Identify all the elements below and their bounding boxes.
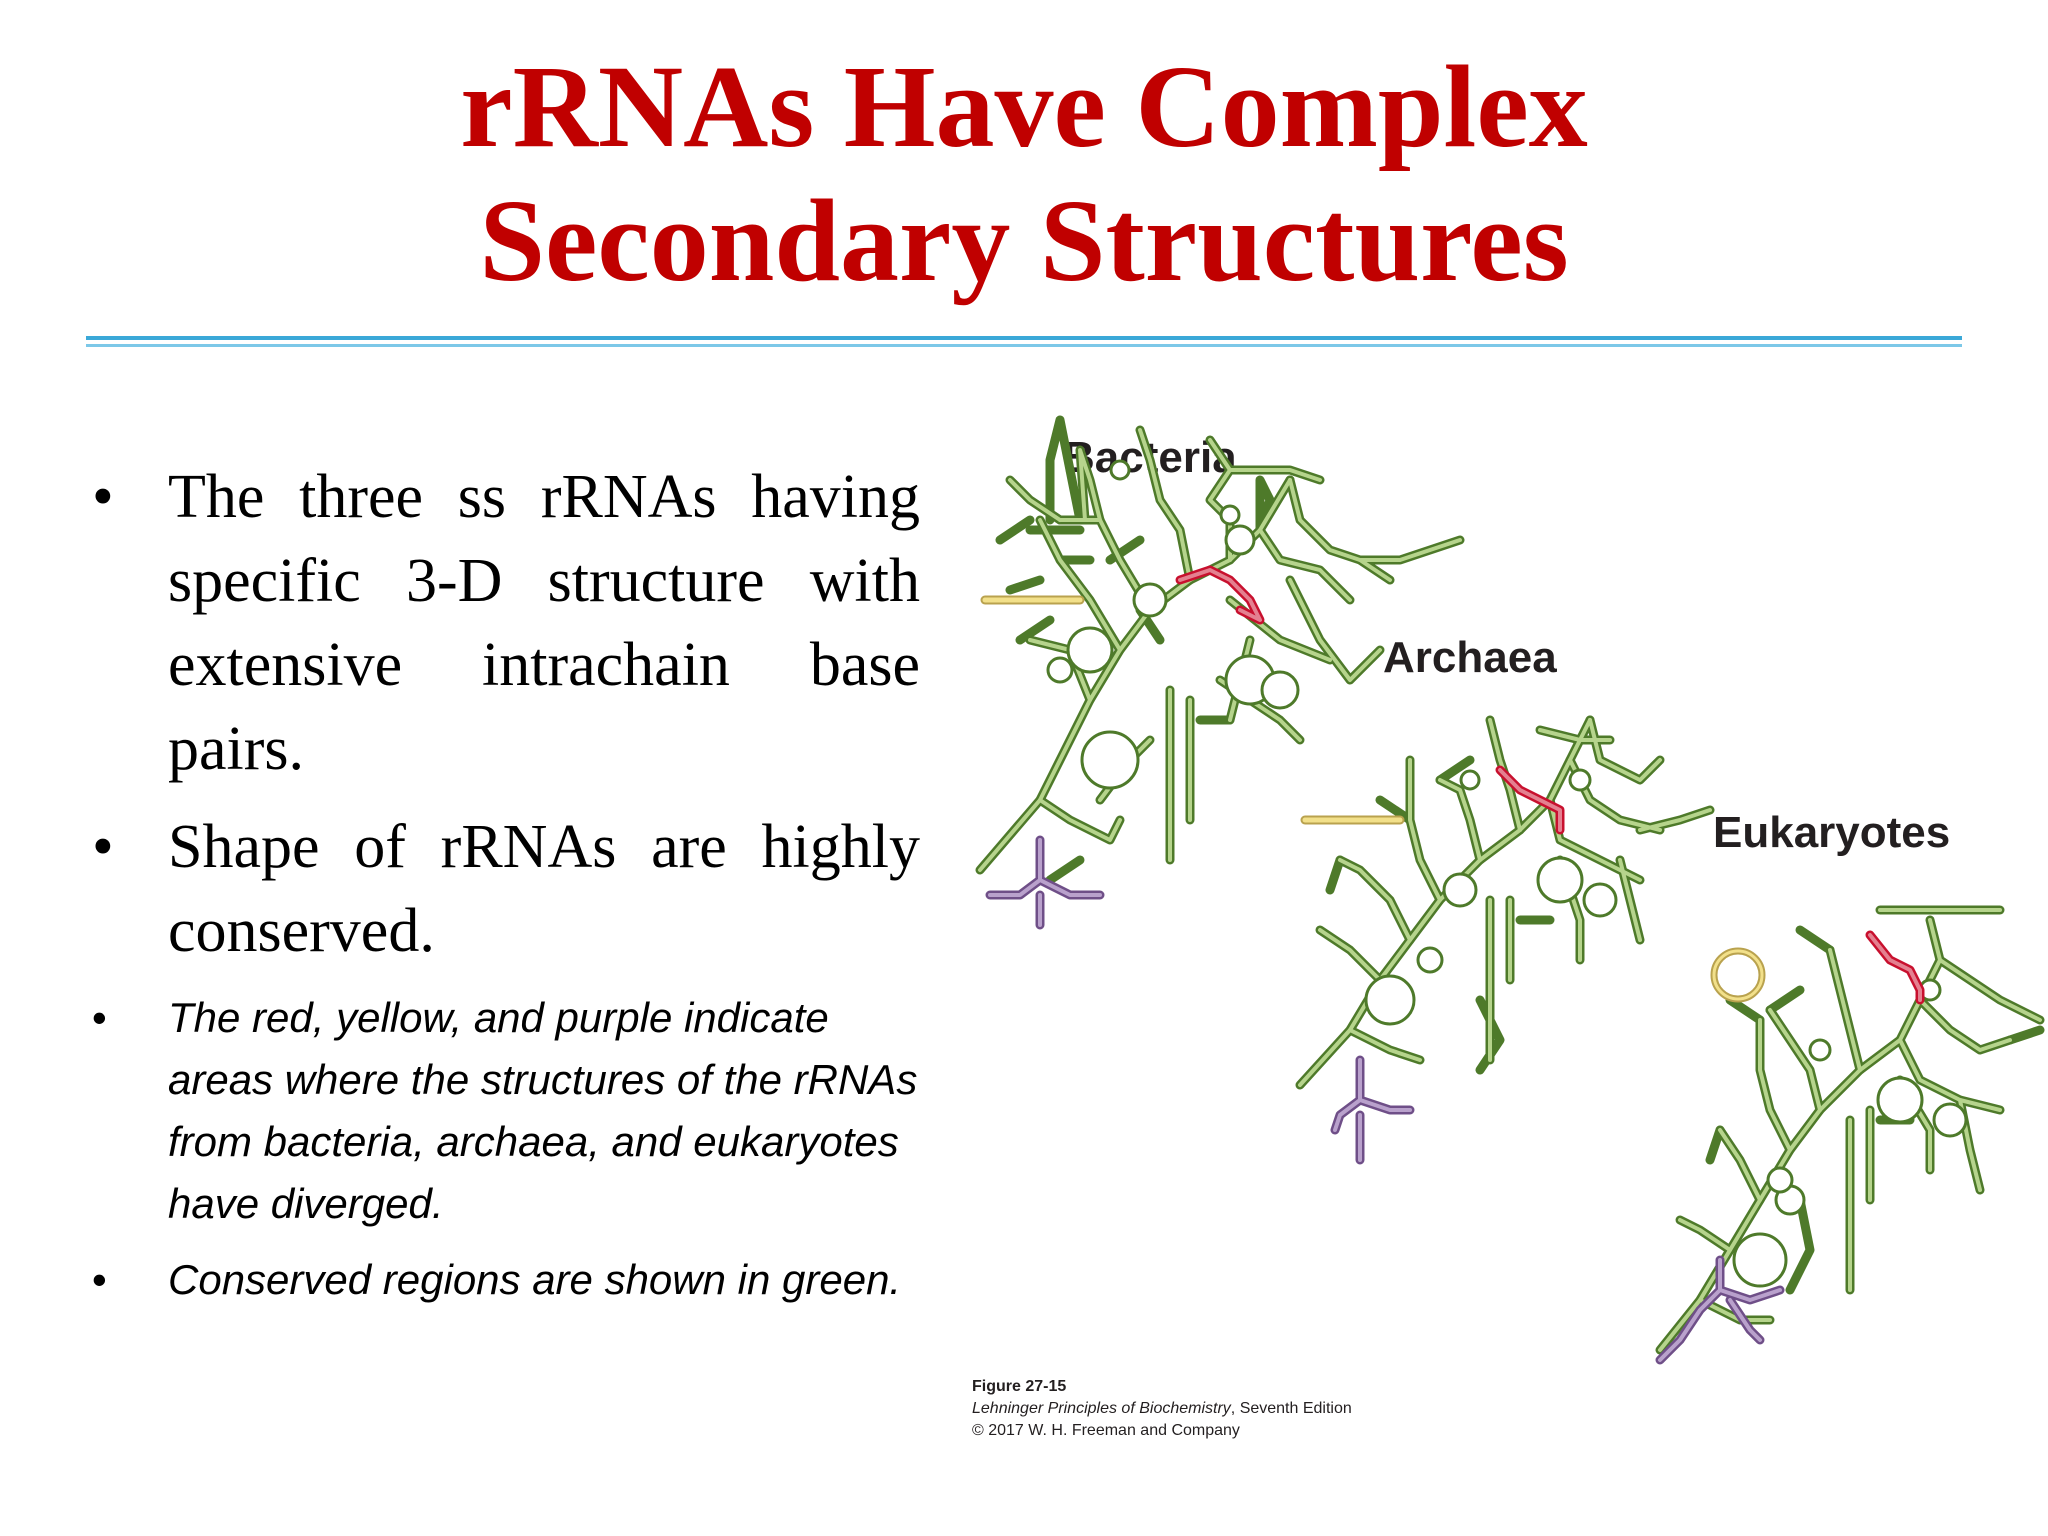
label-eukaryotes: Eukaryotes: [1713, 808, 1951, 857]
archaea-rrna-structure: [1295, 715, 1715, 1165]
bullet-item: • Shape of rRNAs are highly conserved.: [80, 805, 920, 973]
title-line-1: rRNAs Have Complex: [460, 41, 1588, 172]
label-bacteria: Bacteria: [1063, 433, 1237, 482]
book-edition: , Seventh Edition: [1230, 1400, 1352, 1417]
bullet-text: Conserved regions are shown in green.: [168, 1256, 902, 1303]
slide-title: rRNAs Have Complex Secondary Structures: [0, 40, 2048, 308]
bullet-dot: •: [92, 813, 114, 881]
figure-number: Figure 27-15: [972, 1378, 1067, 1395]
bullet-text: The red, yellow, and purple indicate are…: [168, 994, 918, 1227]
bullet-dot: •: [92, 1256, 107, 1303]
bullet-text: Shape of rRNAs are highly conserved.: [168, 813, 920, 965]
figure-caption: Figure 27-15 Lehninger Principles of Bio…: [972, 1376, 1352, 1442]
figure-copyright: © 2017 W. H. Freeman and Company: [972, 1422, 1240, 1439]
bullet-item: • Conserved regions are shown in green.: [80, 1249, 920, 1311]
title-line-2: Secondary Structures: [479, 175, 1569, 306]
title-divider: [86, 336, 1962, 340]
title-divider-secondary: [86, 344, 1962, 347]
bullet-dot: •: [92, 994, 107, 1041]
figure-source: Lehninger Principles of Biochemistry, Se…: [972, 1398, 1352, 1420]
book-title: Lehninger Principles of Biochemistry: [972, 1400, 1231, 1417]
bullet-item: • The three ss rRNAs having specific 3-D…: [80, 455, 920, 791]
label-archaea: Archaea: [1383, 633, 1557, 682]
bullet-text: The three ss rRNAs having specific 3-D s…: [168, 463, 920, 783]
eukaryotes-rrna-structure: [1655, 905, 2045, 1365]
bullet-dot: •: [92, 463, 114, 531]
bullet-list: • The three ss rRNAs having specific 3-D…: [80, 455, 920, 1325]
bullet-item: • The red, yellow, and purple indicate a…: [80, 987, 920, 1235]
